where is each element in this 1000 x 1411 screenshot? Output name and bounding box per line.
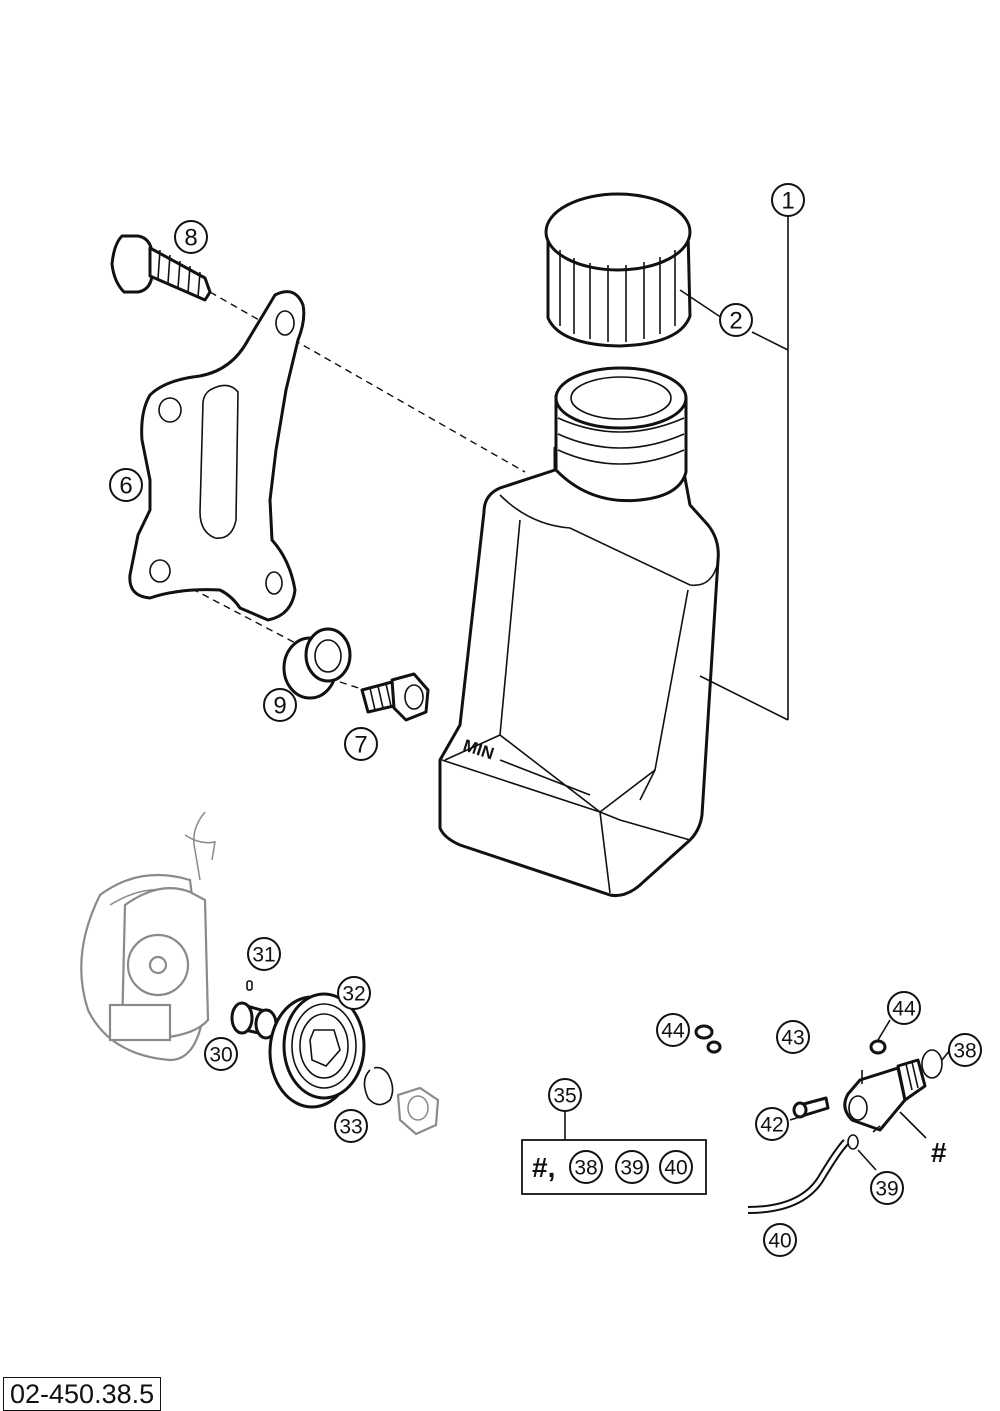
callout-40: 40	[763, 1223, 797, 1257]
callout-38: 38	[948, 1033, 982, 1067]
callout-43: 43	[776, 1020, 810, 1054]
oil-pump-assembly	[694, 1019, 951, 1214]
callout-44-left: 44	[656, 1013, 690, 1047]
svg-text:43: 43	[781, 1027, 804, 1050]
stator-background	[80, 811, 216, 1062]
bolt-part	[110, 234, 212, 302]
pulley-part	[268, 992, 366, 1109]
circlip-part	[363, 1066, 394, 1106]
callout-8: 8	[174, 220, 208, 254]
svg-text:33: 33	[339, 1116, 362, 1139]
svg-text:39: 39	[875, 1178, 898, 1201]
svg-text:38: 38	[953, 1040, 976, 1063]
grommet-part	[282, 627, 352, 700]
svg-text:32: 32	[342, 983, 365, 1006]
svg-text:40: 40	[664, 1157, 687, 1180]
callout-2: 2	[719, 303, 753, 337]
bracket-plate	[128, 290, 306, 622]
callout-31: 31	[247, 937, 281, 971]
svg-text:40: 40	[768, 1230, 791, 1253]
svg-text:39: 39	[620, 1157, 643, 1180]
svg-text:38: 38	[574, 1157, 597, 1180]
svg-text:31: 31	[252, 944, 275, 967]
svg-text:30: 30	[209, 1044, 232, 1067]
callout-7: 7	[344, 727, 378, 761]
callout-42: 42	[755, 1107, 789, 1141]
screw-part	[360, 672, 430, 722]
callout-35: 35	[548, 1078, 582, 1112]
callout-6: 6	[109, 468, 143, 502]
svg-text:2: 2	[729, 308, 742, 335]
svg-text:44: 44	[661, 1020, 685, 1043]
svg-text:44: 44	[892, 998, 916, 1021]
callout-9: 9	[263, 688, 297, 722]
svg-text:42: 42	[760, 1114, 783, 1137]
callout-30: 30	[204, 1037, 238, 1071]
repair-kit-box: #, 38 39 40	[521, 1110, 707, 1195]
svg-text:8: 8	[184, 225, 197, 252]
kit-item-39: 39	[615, 1150, 649, 1184]
callout-1: 1	[771, 183, 805, 217]
diagram-reference-code: 02-450.38.5	[3, 1377, 162, 1411]
leader-part-1	[679, 216, 789, 721]
oil-tank: MIN	[438, 366, 720, 897]
pump-mark: #	[931, 1137, 947, 1168]
callout-44-right: 44	[887, 991, 921, 1025]
tank-cap	[544, 192, 692, 348]
kit-prefix: #,	[532, 1152, 555, 1183]
kit-item-38: 38	[569, 1150, 603, 1184]
kit-item-40: 40	[659, 1150, 693, 1184]
svg-text:1: 1	[781, 188, 794, 215]
sleeve-part	[230, 980, 278, 1040]
svg-text:35: 35	[553, 1085, 576, 1108]
callout-33: 33	[334, 1109, 368, 1143]
svg-text:9: 9	[273, 693, 286, 720]
callout-32: 32	[337, 976, 371, 1010]
nut-background	[396, 1086, 440, 1136]
svg-text:6: 6	[119, 473, 132, 500]
svg-text:7: 7	[354, 732, 367, 759]
callout-39: 39	[870, 1171, 904, 1205]
